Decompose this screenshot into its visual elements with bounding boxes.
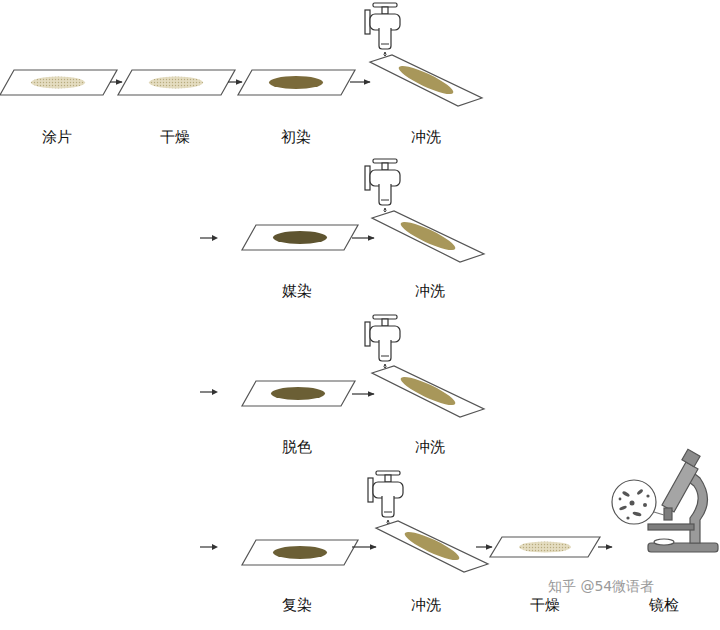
process-step: 冲洗 xyxy=(374,216,486,302)
process-step: 干燥 xyxy=(492,528,598,616)
step-label: 冲洗 xyxy=(411,596,441,616)
step-label: 复染 xyxy=(282,596,312,616)
flow-arrow xyxy=(110,81,122,82)
process-step: 冲洗 xyxy=(374,372,486,458)
process-step: 干燥 xyxy=(122,60,228,148)
watermark: 知乎 @54微语者 xyxy=(548,578,654,596)
flow-arrow xyxy=(352,546,376,547)
flow-arrow xyxy=(352,237,374,238)
step-label: 媒染 xyxy=(282,282,312,302)
flow-arrow xyxy=(352,393,374,394)
step-label: 冲洗 xyxy=(415,438,445,458)
process-step: 复染 xyxy=(242,528,352,616)
process-step: 镜检 xyxy=(612,528,716,616)
flow-arrow xyxy=(598,546,612,547)
process-step: 脱色 xyxy=(242,372,352,458)
step-label: 涂片 xyxy=(42,128,72,148)
step-label: 脱色 xyxy=(282,438,312,458)
flow-arrow xyxy=(476,546,492,547)
flow-arrow xyxy=(228,81,242,82)
step-label: 干燥 xyxy=(160,128,190,148)
process-step: 冲洗 xyxy=(376,528,476,616)
flow-arrow xyxy=(350,81,370,82)
step-label: 干燥 xyxy=(530,596,560,616)
process-step: 媒染 xyxy=(242,216,352,302)
step-label: 镜检 xyxy=(649,596,679,616)
process-step: 冲洗 xyxy=(370,60,482,148)
step-label: 冲洗 xyxy=(415,282,445,302)
step-label: 初染 xyxy=(281,128,311,148)
step-label: 冲洗 xyxy=(411,128,441,148)
process-step: 初染 xyxy=(242,60,350,148)
process-step: 涂片 xyxy=(4,60,110,148)
